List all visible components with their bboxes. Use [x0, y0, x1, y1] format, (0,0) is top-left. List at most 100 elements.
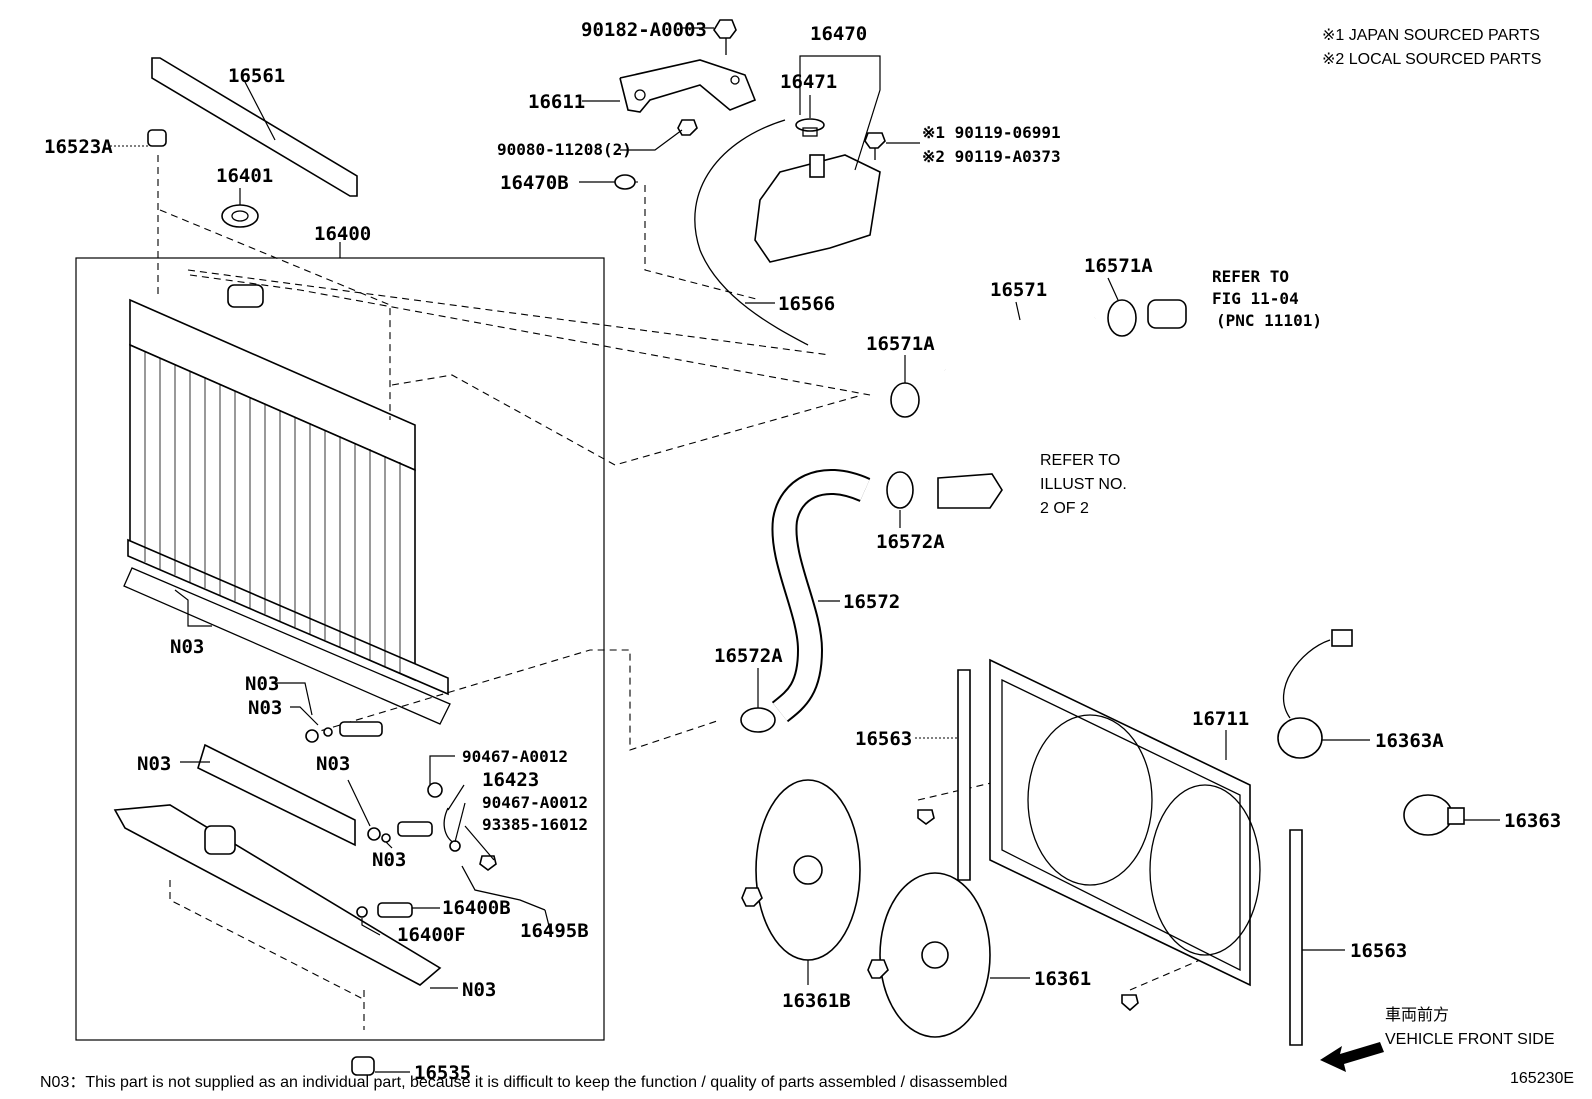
- o-ring-16400F: [356, 906, 368, 918]
- label-16470[interactable]: 16470: [810, 23, 867, 45]
- label-16563-left[interactable]: 16563: [855, 728, 912, 750]
- label-16361[interactable]: 16361: [1034, 968, 1091, 990]
- fan-motor-16363A: [1277, 629, 1353, 759]
- label-16470B[interactable]: 16470B: [500, 172, 569, 194]
- label-16401[interactable]: 16401: [216, 165, 273, 187]
- fitting-mid: [397, 821, 433, 837]
- label-16572A-bot[interactable]: 16572A: [714, 645, 783, 667]
- drain-cock-16400B: [377, 902, 413, 918]
- label-16400F[interactable]: 16400F: [397, 924, 466, 946]
- clamp-16470B: [614, 174, 636, 190]
- label-N03-oring-2[interactable]: N03: [248, 697, 282, 719]
- label-16363A[interactable]: 16363A: [1375, 730, 1444, 752]
- label-16400B[interactable]: 16400B: [442, 897, 511, 919]
- label-16535[interactable]: 16535: [414, 1062, 471, 1084]
- bolt-90119: [864, 132, 886, 160]
- label-16566[interactable]: 16566: [778, 293, 835, 315]
- water-outlet: [937, 473, 1003, 509]
- label-90182-A0003[interactable]: 90182-A0003: [581, 19, 707, 41]
- bolt-93385: [479, 855, 497, 871]
- label-N03-lower-tank[interactable]: N03: [462, 979, 496, 1001]
- radiator-cap: [221, 204, 259, 228]
- refer-note-2-line2: ILLUST NO.: [1040, 476, 1127, 493]
- drain-plug-top: [147, 129, 167, 147]
- fan-16361: [879, 872, 991, 1038]
- figure-id: 165230E: [1510, 1070, 1574, 1087]
- clamp-16571A-mid: [890, 382, 920, 418]
- note-local-sourced: ※2 LOCAL SOURCED PARTS: [1322, 51, 1541, 68]
- fitting-left: [339, 721, 383, 737]
- side-tank: [197, 743, 356, 847]
- refer-note-1-line2: FIG 11-04: [1212, 289, 1299, 308]
- label-16400[interactable]: 16400: [314, 223, 371, 245]
- leader-lines: [110, 27, 1500, 1073]
- pipe-16495B: [461, 865, 546, 911]
- radiator-core: [123, 284, 451, 725]
- fan-shroud: [989, 658, 1261, 987]
- plug-16535: [351, 1056, 375, 1076]
- clip-90467-b: [449, 840, 461, 852]
- nut-16361: [867, 959, 889, 979]
- direction-label-jp: 車両前方: [1385, 1006, 1449, 1024]
- lower-radiator-hose: [773, 470, 870, 721]
- screw-bottom: [1121, 994, 1139, 1012]
- label-16571A-top[interactable]: 16571A: [1084, 255, 1153, 277]
- reservoir-hose: [694, 119, 809, 346]
- clamp-16571A-top: [1107, 299, 1137, 337]
- label-16611[interactable]: 16611: [528, 91, 585, 113]
- direction-label-en: VEHICLE FRONT SIDE: [1385, 1031, 1555, 1048]
- label-N03-oring-1[interactable]: N03: [245, 673, 279, 695]
- label-16423[interactable]: 16423: [482, 769, 539, 791]
- assembly-lines: [157, 155, 1201, 1030]
- shroud-seal-left: [957, 669, 971, 881]
- label-90467-A0012-b[interactable]: 90467-A0012: [482, 793, 588, 812]
- fan-16361B: [755, 779, 861, 961]
- label-N03-oring-4[interactable]: N03: [372, 849, 406, 871]
- label-90080-11208[interactable]: 90080-11208(2): [497, 140, 632, 159]
- label-16572A-top[interactable]: 16572A: [876, 531, 945, 553]
- refer-note-1-line1: REFER TO: [1212, 267, 1289, 286]
- label-16563-right[interactable]: 16563: [1350, 940, 1407, 962]
- label-90119-A0373[interactable]: ※2 90119-A0373: [922, 147, 1061, 166]
- clamp-16572A-bot: [740, 707, 776, 733]
- coolant-reservoir: [754, 154, 881, 263]
- label-16523A[interactable]: 16523A: [44, 136, 113, 158]
- label-16711[interactable]: 16711: [1192, 708, 1249, 730]
- refer-note-1-line3: (PNC 11101): [1216, 311, 1322, 330]
- o-ring-n03-a: [305, 729, 319, 743]
- vehicle-front-arrow-icon: [1320, 1042, 1384, 1072]
- label-93385-16012[interactable]: 93385-16012: [482, 815, 588, 834]
- label-N03-gasket[interactable]: N03: [170, 636, 204, 658]
- label-16571[interactable]: 16571: [990, 279, 1047, 301]
- label-16363[interactable]: 16363: [1504, 810, 1561, 832]
- footer-note: N03：This part is not supplied as an indi…: [40, 1074, 1007, 1091]
- o-ring-n03-c: [367, 827, 381, 841]
- clamp-16572A-top: [886, 471, 914, 509]
- refer-note-2-line3: 2 OF 2: [1040, 500, 1089, 517]
- label-N03-oring-3[interactable]: N03: [316, 753, 350, 775]
- shroud-seal-right: [1289, 829, 1303, 1046]
- refer-note-2-line1: REFER TO: [1040, 452, 1120, 469]
- clip-90467-a: [427, 782, 443, 798]
- label-16572[interactable]: 16572: [843, 591, 900, 613]
- o-ring-n03-b: [323, 727, 333, 737]
- bolt-90182: [713, 19, 737, 55]
- o-ring-n03-d: [381, 833, 391, 843]
- label-16495B[interactable]: 16495B: [520, 920, 589, 942]
- radiator-seal-upper: [151, 57, 358, 197]
- label-16571A-mid[interactable]: 16571A: [866, 333, 935, 355]
- lower-tank: [113, 804, 442, 986]
- label-90467-A0012-a[interactable]: 90467-A0012: [462, 747, 568, 766]
- label-16471[interactable]: 16471: [780, 71, 837, 93]
- bolt-90080: [677, 119, 698, 136]
- reservoir-bracket: [619, 59, 757, 113]
- label-90119-06991[interactable]: ※1 90119-06991: [922, 123, 1061, 142]
- nut-16361B: [741, 887, 763, 907]
- label-16561[interactable]: 16561: [228, 65, 285, 87]
- screw-left: [917, 809, 935, 825]
- label-16361B[interactable]: 16361B: [782, 990, 851, 1012]
- fan-motor-16363: [1403, 794, 1465, 836]
- label-N03-side-tank[interactable]: N03: [137, 753, 171, 775]
- hose-connector-top: [1147, 299, 1187, 329]
